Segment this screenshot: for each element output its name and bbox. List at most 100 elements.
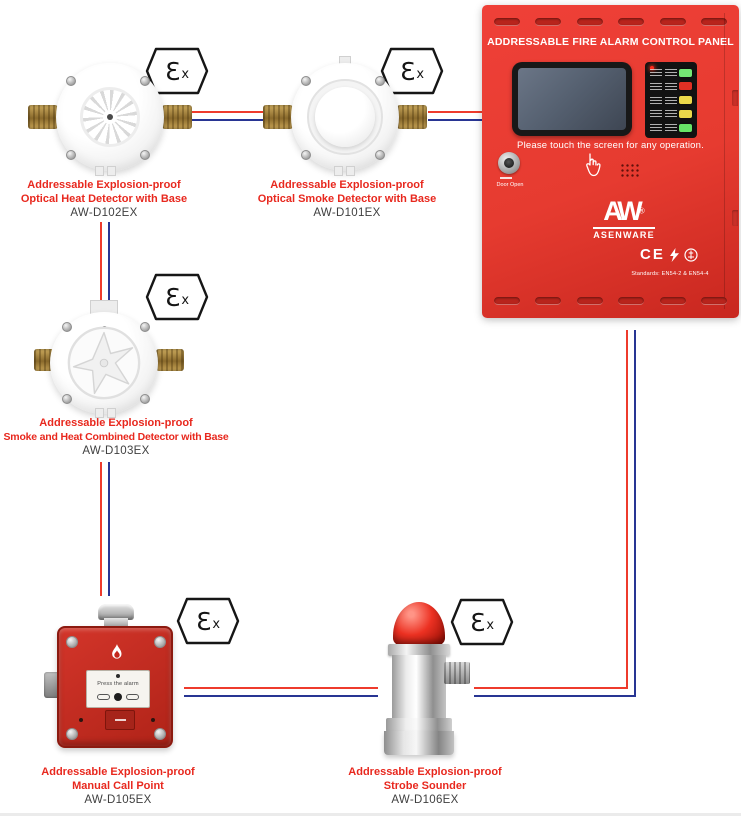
plate-reset-row <box>87 693 149 701</box>
touch-instruction: Please touch the screen for any operatio… <box>517 140 704 151</box>
wire-smoke-to-panel-red <box>428 111 482 113</box>
housing-screw <box>375 150 385 160</box>
vent-slot <box>535 297 562 305</box>
pinwheel-sensor-icon <box>67 326 141 400</box>
led-row <box>650 108 692 119</box>
caption-line2: Strobe Sounder <box>383 779 467 792</box>
buzzer-grille <box>620 163 639 178</box>
door-seam <box>724 13 725 309</box>
housing-screw <box>140 322 150 332</box>
device-caption: Addressable Explosion-proof Smoke and He… <box>4 417 229 459</box>
ex-hexagon-icon <box>145 47 209 95</box>
standards-text: Standards: EN54-2 & EN54-4 <box>631 271 709 277</box>
ex-x: x <box>416 67 425 82</box>
housing-screw <box>140 76 150 86</box>
model-number: AW-D102EX <box>70 207 138 219</box>
caption-line2: Smoke and Heat Combined Detector with Ba… <box>3 430 229 443</box>
corner-screw <box>66 636 78 648</box>
base-tab <box>95 166 104 176</box>
ex-hexagon-icon <box>176 597 240 645</box>
model-number: AW-D105EX <box>84 794 152 806</box>
ex-hexagon-icon <box>145 273 209 321</box>
conduit-fitting <box>263 105 293 129</box>
led-label <box>650 96 662 104</box>
touchscreen-bezel <box>512 62 632 136</box>
led-label <box>664 69 677 76</box>
vent-slot <box>618 18 645 26</box>
vent-slot <box>618 297 645 305</box>
base-tab <box>346 166 355 176</box>
vent-slot <box>659 18 686 26</box>
caption-line2: Optical Smoke Detector with Base <box>257 192 437 205</box>
reset-cover <box>105 710 135 730</box>
side-conduit-fitting <box>444 662 470 684</box>
lightning-icon <box>669 247 679 262</box>
panel-title: ADDRESSABLE FIRE ALARM CONTROL PANEL <box>487 36 734 48</box>
ex-x: x <box>212 617 221 632</box>
led-row <box>650 95 692 106</box>
bottom-vents <box>494 297 727 305</box>
device-caption: Addressable Explosion-proof Manual Call … <box>41 766 194 808</box>
door-hinge <box>732 90 738 106</box>
model-number: AW-D101EX <box>313 207 381 219</box>
image-bottom-border <box>0 813 741 816</box>
ex-epsilon: Ɛ <box>399 56 416 86</box>
ex-epsilon: Ɛ <box>164 56 181 86</box>
led-label <box>650 69 662 76</box>
conduit-fitting <box>397 105 427 129</box>
body-dot <box>79 718 83 722</box>
brand-name: ASENWARE <box>593 227 655 240</box>
registered-mark: ® <box>638 206 645 216</box>
led-label <box>650 110 662 118</box>
led-label <box>650 82 662 90</box>
door-open-arrow <box>500 177 512 179</box>
top-cap <box>98 604 134 620</box>
housing-screw <box>301 76 311 86</box>
base-tab <box>107 166 116 176</box>
vent-slot <box>494 297 520 305</box>
vent-slot <box>494 18 520 26</box>
wire-heat-to-combined-red <box>100 222 102 302</box>
fire-led <box>650 66 654 70</box>
corner-screw <box>154 636 166 648</box>
caption-line1: Addressable Explosion-proof <box>27 179 181 191</box>
led-indicator-panel <box>645 62 697 138</box>
ex-x: x <box>181 293 190 308</box>
led-row <box>650 122 692 133</box>
caption-line1: Addressable Explosion-proof <box>39 417 193 429</box>
sounder-collar <box>388 644 450 656</box>
model-number: AW-D103EX <box>82 445 150 457</box>
ex-epsilon: Ɛ <box>469 607 486 637</box>
led-label <box>664 96 677 104</box>
ex-hexagon-icon <box>380 47 444 95</box>
alarm-button <box>114 693 122 701</box>
ce-mark: CE <box>640 246 665 263</box>
wire-smoke-to-panel-blue <box>428 119 482 121</box>
ex-x: x <box>181 67 190 82</box>
door-hinge <box>732 210 738 226</box>
base-tab <box>107 408 116 418</box>
side-fitting <box>44 672 59 698</box>
ex-x: x <box>486 618 495 633</box>
sounder-base-skirt <box>384 731 454 755</box>
device-caption: Addressable Explosion-proof Optical Smok… <box>258 179 437 221</box>
cap-neck <box>104 618 128 628</box>
housing-screw <box>375 76 385 86</box>
wire-heat-to-smoke-red <box>191 111 277 113</box>
vent-slot <box>576 297 603 305</box>
vent-slot <box>700 18 727 26</box>
panel-button <box>679 96 692 104</box>
plate-slot <box>126 694 139 700</box>
brand-aw: AW <box>603 196 642 226</box>
led-label <box>650 124 662 131</box>
touchscreen <box>518 68 626 130</box>
led-row <box>650 67 692 78</box>
ex-epsilon: Ɛ <box>164 282 181 312</box>
door-key-lock <box>498 152 520 174</box>
body-dot <box>151 718 155 722</box>
wire-sounder-to-panel-red-v <box>626 330 628 689</box>
